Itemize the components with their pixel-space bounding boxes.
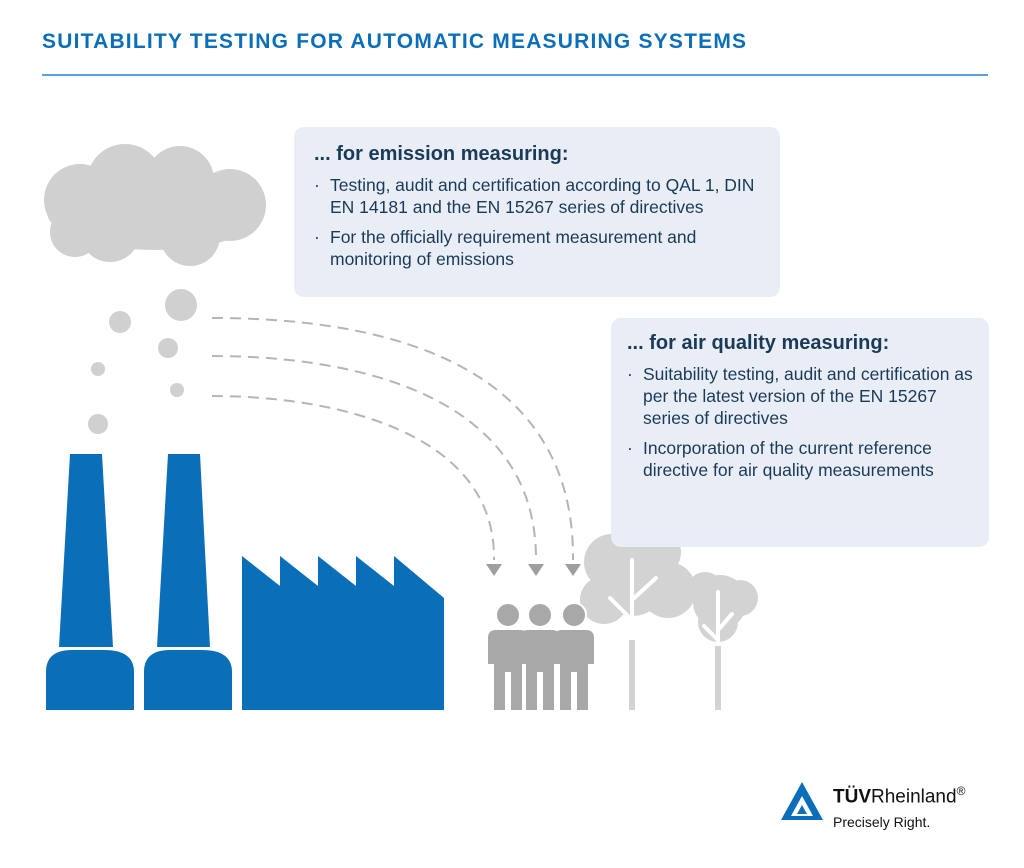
page-title: SUITABILITY TESTING FOR AUTOMATIC MEASUR… — [42, 30, 748, 53]
logo-brand: TÜVRheinland® — [833, 784, 965, 808]
logo-registered: ® — [956, 784, 966, 798]
logo-brand-regular: Rheinland — [871, 786, 957, 808]
emission-measuring-card: ... for emission measuring: Testing, aud… — [294, 127, 780, 297]
air-quality-list: Suitability testing, audit and certifica… — [627, 363, 973, 481]
air-quality-item-2: Incorporation of the current reference d… — [627, 437, 973, 481]
emission-heading: ... for emission measuring: — [314, 143, 569, 165]
flow-arrows — [211, 317, 575, 561]
title-divider — [42, 74, 988, 76]
trees — [580, 526, 758, 712]
person-2 — [520, 603, 560, 710]
smoke-cloud — [44, 144, 266, 266]
chimneys — [46, 454, 232, 710]
person-3 — [554, 603, 594, 710]
smoke-puffs — [88, 289, 197, 434]
emission-list: Testing, audit and certification accordi… — [314, 174, 760, 270]
person-1 — [488, 603, 528, 710]
factory-building — [242, 556, 444, 710]
air-quality-item-1: Suitability testing, audit and certifica… — [627, 363, 973, 429]
emission-item-2: For the officially requirement measureme… — [314, 226, 760, 270]
arrowheads — [486, 564, 581, 576]
air-quality-card: ... for air quality measuring: Suitabili… — [611, 318, 989, 547]
triangle-logo-icon — [781, 782, 823, 820]
logo-tagline: Precisely Right. — [833, 814, 931, 830]
emission-item-1: Testing, audit and certification accordi… — [314, 174, 760, 218]
tuv-rheinland-logo: TÜVRheinland® Precisely Right. — [778, 776, 1008, 836]
logo-brand-bold: TÜV — [833, 786, 871, 808]
air-quality-heading: ... for air quality measuring: — [627, 332, 890, 354]
people-group — [488, 603, 594, 710]
